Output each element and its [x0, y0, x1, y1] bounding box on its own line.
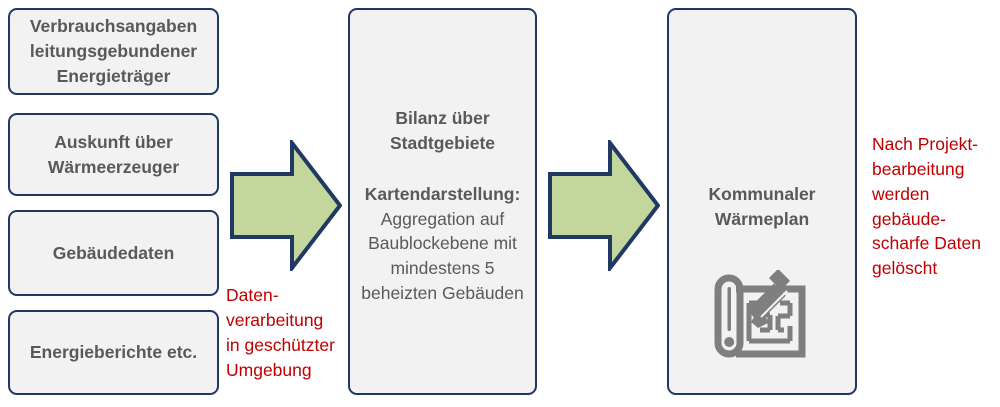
source-box-verbrauchsangaben: Verbrauchsangaben leitungsgebundener Ene…	[8, 8, 219, 95]
source-box-label: Verbrauchsangaben leitungsgebundener Ene…	[29, 16, 198, 86]
blueprint-pencil-icon	[714, 269, 806, 358]
processing-title: Bilanz über Stadtgebiete	[389, 108, 496, 153]
source-box-label: Auskunft über Wärmeerzeuger	[47, 131, 180, 177]
note-data-processing: Daten- verarbeitung in geschützter Umgeb…	[226, 285, 335, 380]
processing-sub-body: Aggregation auf Baublockebene mit mindes…	[361, 208, 524, 304]
arrow-sources-to-processing-icon	[230, 140, 342, 271]
output-title: Kommunaler Wärmeplan	[708, 184, 816, 229]
processing-box: Bilanz über Stadtgebiete Kartendarstellu…	[348, 8, 537, 395]
arrow-processing-to-plan-icon	[548, 140, 660, 271]
source-box-auskunft-waermeerzeuger: Auskunft über Wärmeerzeuger	[8, 113, 219, 196]
output-box-waermeplan: Kommunaler Wärmeplan	[667, 8, 857, 395]
source-box-label: Gebäudedaten	[52, 242, 175, 263]
source-box-gebaeudedaten: Gebäudedaten	[8, 210, 219, 296]
source-box-energieberichte: Energieberichte etc.	[8, 310, 219, 395]
note-data-deletion: Nach Projekt- bearbeitung werden gebäude…	[872, 134, 981, 279]
source-box-label: Energieberichte etc.	[29, 342, 198, 363]
processing-sub-heading: Kartendarstellung:	[364, 183, 521, 204]
